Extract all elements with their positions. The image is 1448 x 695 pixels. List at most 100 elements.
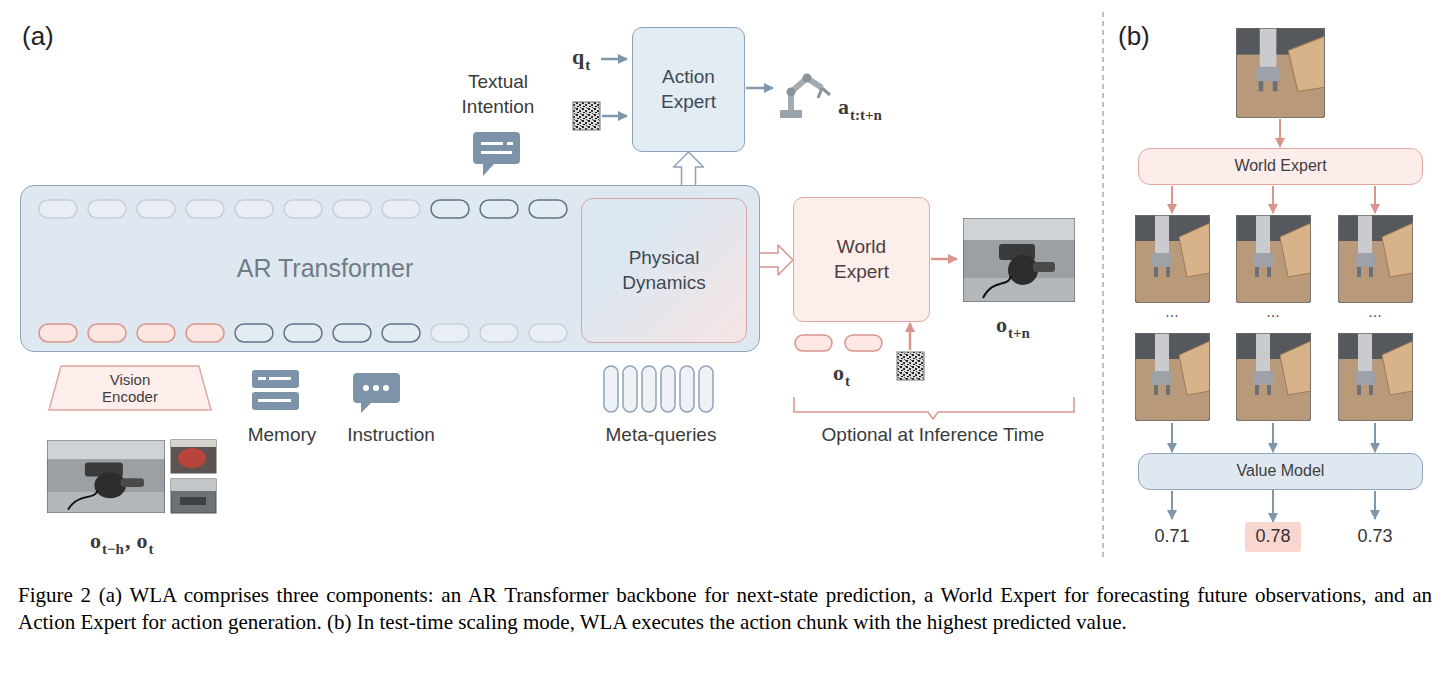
rect-part	[795, 335, 832, 351]
node-label: World Expert	[1234, 156, 1326, 177]
action-expert-box: Action Expert	[632, 27, 745, 152]
g-part	[39, 324, 224, 342]
value-score: 0.73	[1357, 526, 1392, 547]
ellipsis: ...	[1368, 303, 1381, 321]
flow-arrow	[1374, 186, 1376, 213]
math-symbol: a	[838, 96, 849, 118]
rect-part	[353, 373, 400, 403]
chat-icon	[353, 373, 400, 413]
node-label: World Expert	[817, 235, 907, 284]
rect-part	[382, 324, 420, 342]
flow-arrow	[1279, 119, 1281, 147]
path-part	[818, 88, 830, 98]
rect-part	[39, 324, 77, 342]
circle-part	[803, 74, 812, 83]
value-model-bar: Value Model	[1138, 453, 1423, 490]
rect-part	[481, 151, 512, 154]
rect-part	[88, 324, 126, 342]
flow-arrow	[1171, 491, 1173, 519]
figure-caption: Figure 2 (a) WLA comprises three compone…	[18, 582, 1432, 636]
speech-bubble-icon	[473, 132, 520, 176]
rect-part	[661, 366, 675, 412]
ellipsis: ...	[1165, 303, 1178, 321]
rect-part	[284, 324, 322, 342]
sim-frame	[1338, 215, 1413, 303]
flow-arrow	[1171, 186, 1173, 213]
rect-part	[235, 200, 273, 218]
math-symbol: q	[572, 46, 584, 68]
noise-square	[573, 102, 600, 130]
input-label: Meta-queries	[606, 424, 717, 446]
sim-frame	[1236, 28, 1325, 118]
panel-label: (a)	[22, 22, 54, 52]
math-subscript: t−h	[102, 542, 124, 557]
trapezoid-shape	[49, 366, 211, 410]
rect-part	[258, 399, 291, 402]
rect-part	[604, 366, 618, 412]
node-label: AR Transformer	[237, 252, 413, 285]
meta-query-tokens	[604, 366, 713, 412]
rect-part	[382, 200, 420, 218]
math-subscript: t	[585, 58, 590, 73]
rect-part	[186, 324, 224, 342]
dynamics-box: Physical Dynamics	[581, 198, 747, 343]
rect-part	[39, 200, 77, 218]
rect-part	[780, 110, 802, 118]
optional-bracket	[794, 397, 1074, 419]
rect-part	[623, 366, 637, 412]
ellipse-part	[178, 448, 206, 468]
rect-part	[171, 479, 216, 513]
math-comma: ,	[125, 530, 131, 552]
rect-part	[252, 392, 299, 410]
rect-part	[269, 377, 291, 380]
panel-label: (b)	[1118, 22, 1150, 52]
observation-tokens	[795, 335, 882, 351]
vision-encoder: Vision Encoder	[48, 365, 212, 411]
rect-part	[258, 377, 266, 380]
rect-part	[642, 366, 656, 412]
sim-frame	[1236, 215, 1311, 303]
flow-arrow	[1272, 186, 1274, 213]
flow-arrow	[1374, 491, 1376, 519]
circle-part	[373, 385, 379, 391]
rect-part	[137, 324, 175, 342]
input-label: Instruction	[347, 424, 435, 446]
node-label: Action Expert	[647, 65, 731, 114]
polyline-part	[791, 78, 822, 110]
polygon-part	[361, 402, 372, 413]
rect-part	[529, 200, 567, 218]
math-subscript: t:t+n	[850, 108, 882, 123]
output-arrow	[746, 87, 773, 90]
node-label: Vision Encoder	[90, 371, 170, 406]
output-arrow	[931, 258, 957, 261]
rect-part	[186, 200, 224, 218]
rect-part	[507, 142, 513, 145]
rect-part	[180, 497, 206, 505]
g-part	[235, 200, 567, 342]
world-expert-box: World Expert	[793, 197, 930, 322]
intention-label: Textual Intention	[448, 70, 548, 119]
robot-arm-icon	[780, 74, 830, 119]
polygon-part	[483, 163, 495, 176]
flow-arrow	[1171, 423, 1173, 452]
rect-part	[333, 200, 371, 218]
math-subscript: t	[845, 374, 850, 389]
rect-part	[699, 366, 713, 412]
wrist-frame	[171, 440, 216, 473]
rect-part	[88, 200, 126, 218]
memory-icon	[252, 370, 299, 410]
rect-part	[480, 324, 518, 342]
rect-part	[480, 200, 518, 218]
future-frame	[963, 218, 1075, 302]
rect-part	[252, 370, 299, 388]
math-subscript: t	[148, 542, 153, 557]
sim-frame	[1135, 215, 1210, 303]
circle-part	[363, 385, 369, 391]
input-arrow	[602, 115, 627, 118]
math-symbol: o	[996, 314, 1007, 336]
flow-arrow	[1374, 423, 1376, 452]
sim-frame	[1135, 333, 1210, 421]
node-label: Physical Dynamics	[604, 246, 724, 295]
math-symbol: o	[90, 530, 101, 552]
